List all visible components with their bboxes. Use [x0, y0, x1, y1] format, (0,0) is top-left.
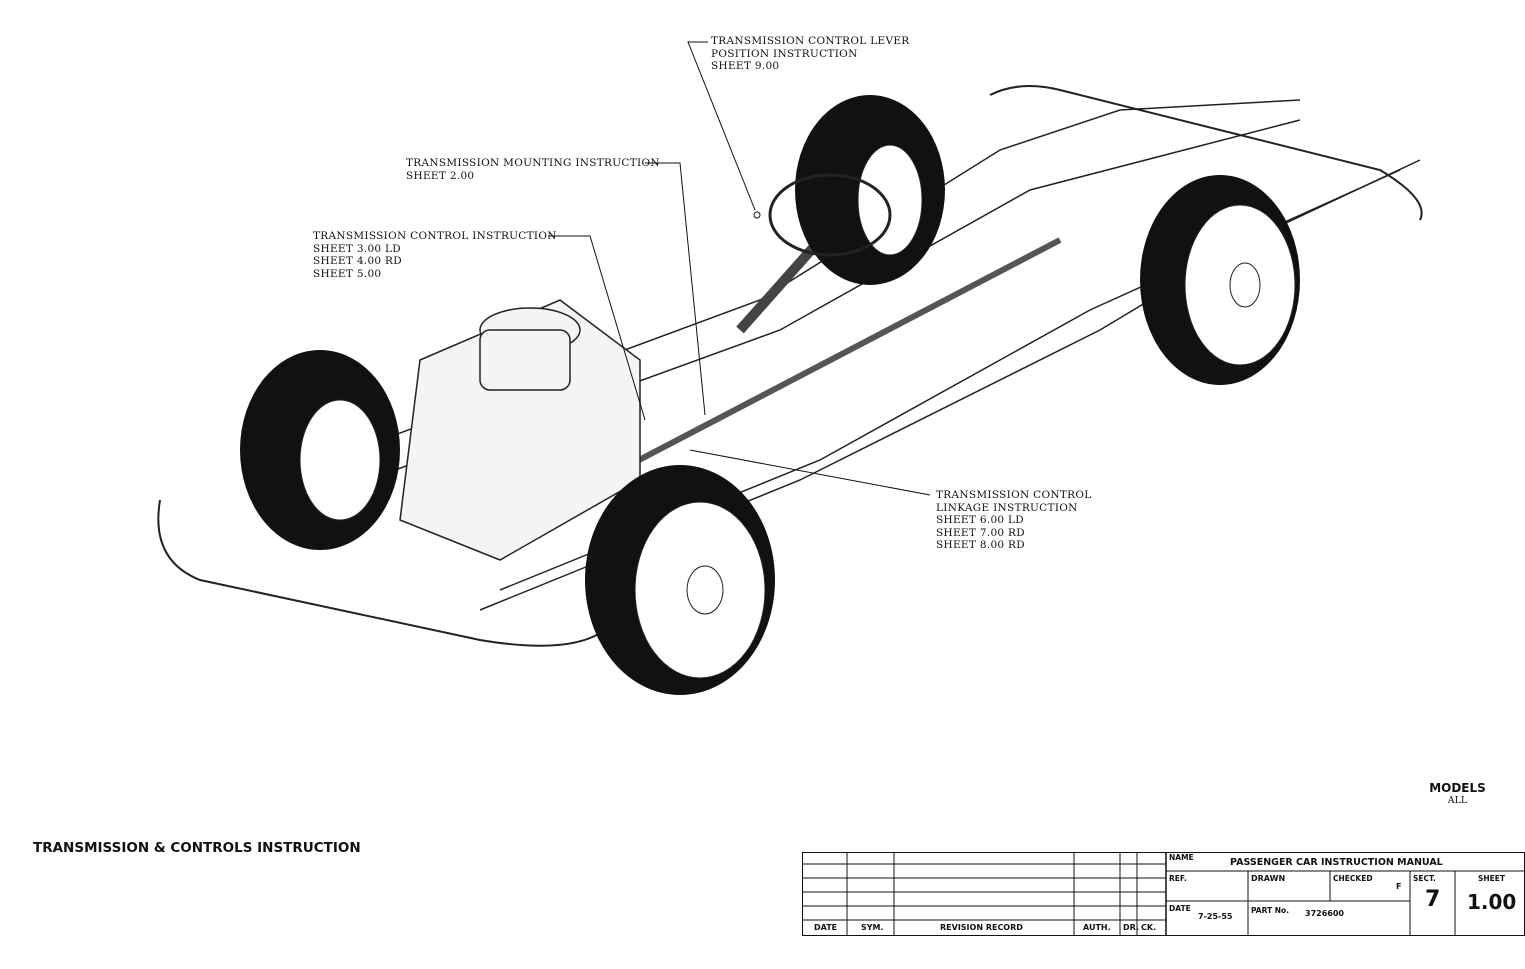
rev-header-auth: AUTH. — [1083, 923, 1111, 932]
rev-header-date: DATE — [814, 923, 838, 932]
callout-lever-position: TRANSMISSION CONTROL LEVER POSITION INST… — [711, 35, 910, 73]
callout-line: TRANSMISSION CONTROL — [936, 489, 1092, 501]
date-value: 7-25-55 — [1198, 912, 1233, 921]
name-value: PASSENGER CAR INSTRUCTION MANUAL — [1230, 857, 1443, 868]
drive-shaft — [618, 237, 1062, 473]
models-block: MODELS ALL — [1420, 781, 1495, 806]
document-title: TRANSMISSION & CONTROLS INSTRUCTION — [33, 840, 361, 856]
rear-bumper — [989, 85, 1423, 221]
callout-line: TRANSMISSION CONTROL LEVER — [711, 35, 910, 47]
drawn-label: DRAWN — [1251, 874, 1286, 883]
rev-header-dr: DR. — [1123, 923, 1139, 932]
callout-line: SHEET 7.00 RD — [936, 526, 1025, 539]
callout-line: TRANSMISSION CONTROL INSTRUCTION — [313, 230, 557, 242]
callout-line: SHEET 9.00 — [711, 60, 780, 72]
models-value: ALL — [1447, 795, 1468, 806]
ref-label: REF. — [1169, 874, 1187, 883]
steering-wheel — [768, 173, 892, 257]
callout-line: POSITION INSTRUCTION — [711, 47, 858, 60]
rev-header-sym: SYM. — [861, 923, 884, 932]
callout-line: SHEET 8.00 RD — [936, 539, 1025, 551]
checked-label: CHECKED — [1333, 874, 1373, 883]
title-block-grid — [802, 852, 1525, 936]
checked-value: F — [1396, 882, 1402, 891]
callout-line: SHEET 6.00 LD — [936, 514, 1025, 526]
callout-line: SHEET 3.00 LD — [313, 242, 402, 255]
sheet-value: 1.00 — [1467, 890, 1517, 914]
models-label: MODELS — [1429, 781, 1486, 795]
callout-line: SHEET 2.00 — [406, 169, 475, 182]
date-label: DATE — [1169, 904, 1191, 913]
callout-line: TRANSMISSION MOUNTING INSTRUCTION — [406, 157, 660, 169]
sect-value: 7 — [1425, 887, 1441, 912]
wheels — [240, 95, 1300, 695]
callout-line: LINKAGE INSTRUCTION — [936, 501, 1078, 514]
callout-line: SHEET 4.00 RD — [313, 255, 402, 267]
name-label: NAME — [1169, 853, 1194, 862]
leader-lines — [548, 41, 931, 496]
callout-line: SHEET 5.00 — [313, 267, 382, 280]
sheet-label: SHEET — [1478, 874, 1506, 883]
part-value: 3726600 — [1305, 909, 1344, 918]
part-label: PART No. — [1251, 906, 1290, 915]
callout-linkage: TRANSMISSION CONTROL LINKAGE INSTRUCTION… — [936, 489, 1092, 552]
callout-mounting: TRANSMISSION MOUNTING INSTRUCTION SHEET … — [406, 157, 660, 182]
rev-header-ck: CK. — [1141, 923, 1157, 932]
rev-header-record: REVISION RECORD — [940, 923, 1023, 932]
steering-column — [736, 236, 824, 334]
sect-label: SECT. — [1413, 874, 1436, 883]
callout-control: TRANSMISSION CONTROL INSTRUCTION SHEET 3… — [313, 230, 557, 280]
